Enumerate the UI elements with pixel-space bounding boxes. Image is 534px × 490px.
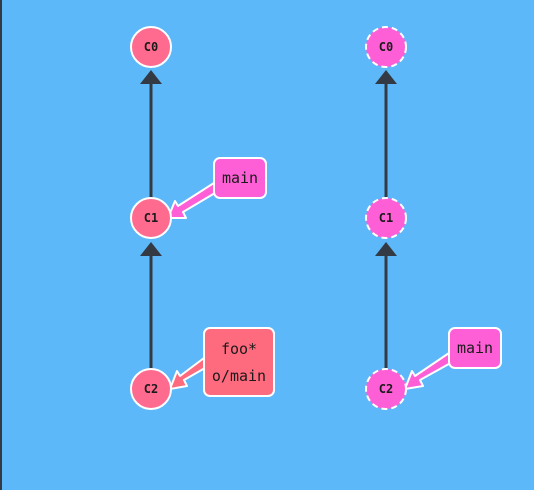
branch-arrow-main bbox=[167, 180, 221, 219]
branch-name: foo* bbox=[221, 340, 257, 358]
commit-node-c1[interactable]: C1 bbox=[130, 197, 172, 239]
commit-label: C2 bbox=[379, 382, 393, 396]
commit-label: C0 bbox=[144, 40, 158, 54]
edge-c2-to-c1 bbox=[140, 242, 162, 370]
branch-name: o/main bbox=[212, 367, 266, 385]
left-panel-border bbox=[0, 0, 2, 490]
commit-label: C1 bbox=[144, 211, 158, 225]
branch-label-foo-o-main[interactable]: foo* o/main bbox=[203, 327, 275, 397]
branch-name: main bbox=[457, 339, 493, 357]
edge-c1-to-c0 bbox=[375, 70, 397, 200]
commit-node-c0[interactable]: C0 bbox=[130, 26, 172, 68]
commit-label: C0 bbox=[379, 40, 393, 54]
commit-node-c1[interactable]: C1 bbox=[365, 197, 407, 239]
remote-tree: C0 C1 C2 main bbox=[365, 26, 502, 410]
commit-node-c2[interactable]: C2 bbox=[365, 368, 407, 410]
branch-label-main[interactable]: main bbox=[213, 157, 267, 199]
edge-c1-to-c0 bbox=[140, 70, 162, 200]
commit-node-c2[interactable]: C2 bbox=[130, 368, 172, 410]
commit-label: C1 bbox=[379, 211, 393, 225]
edge-c2-to-c1 bbox=[375, 242, 397, 370]
commit-node-c0[interactable]: C0 bbox=[365, 26, 407, 68]
branch-label-main[interactable]: main bbox=[448, 327, 502, 369]
commit-label: C2 bbox=[144, 382, 158, 396]
local-tree: C0 C1 C2 main foo* o/main bbox=[130, 26, 275, 410]
branch-name: main bbox=[222, 169, 258, 187]
